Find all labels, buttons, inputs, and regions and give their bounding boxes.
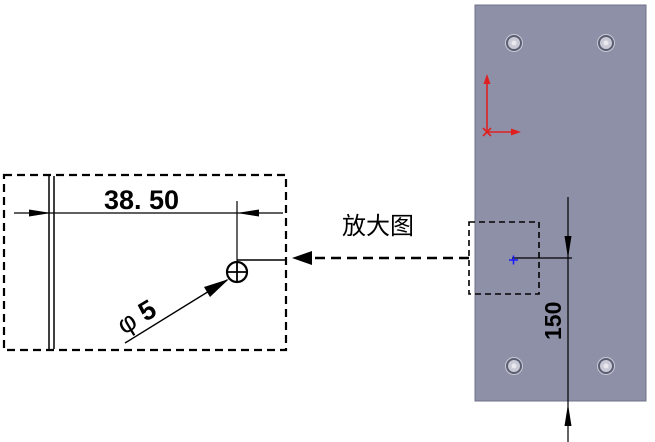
- zoom-detail-frame: [2, 173, 288, 352]
- zoom-arrow: [292, 251, 469, 265]
- svg-text:φ 5: φ 5: [112, 294, 162, 340]
- zoom-detail-view: 38. 50 φ 5: [2, 173, 288, 352]
- xy-coordinate-axis-icon: [482, 74, 521, 137]
- plate-hole-top-right: [597, 34, 615, 52]
- hole-detail: [225, 260, 249, 284]
- vertical-dimension-150: [512, 197, 572, 442]
- vertical-dimension-label: 150: [540, 302, 566, 340]
- plate-hole-bottom-right: [597, 357, 615, 375]
- plate-hole-top-left: [505, 34, 523, 52]
- diameter-value: 5: [133, 294, 161, 327]
- zoom-source-region: [468, 221, 540, 295]
- plate-group: 150: [468, 4, 647, 442]
- sketch-point-blue: [509, 255, 518, 265]
- plate: [474, 4, 647, 402]
- leftward-arrow-icon: [292, 251, 312, 265]
- plate-hole-bottom-left: [505, 357, 523, 375]
- horizontal-dimension-label: 38. 50: [104, 185, 179, 215]
- horizontal-dimension-38-50: [14, 201, 286, 272]
- diameter-leader: [124, 279, 229, 344]
- zoom-caption: 放大图: [342, 212, 414, 240]
- diameter-label: φ 5: [112, 294, 162, 340]
